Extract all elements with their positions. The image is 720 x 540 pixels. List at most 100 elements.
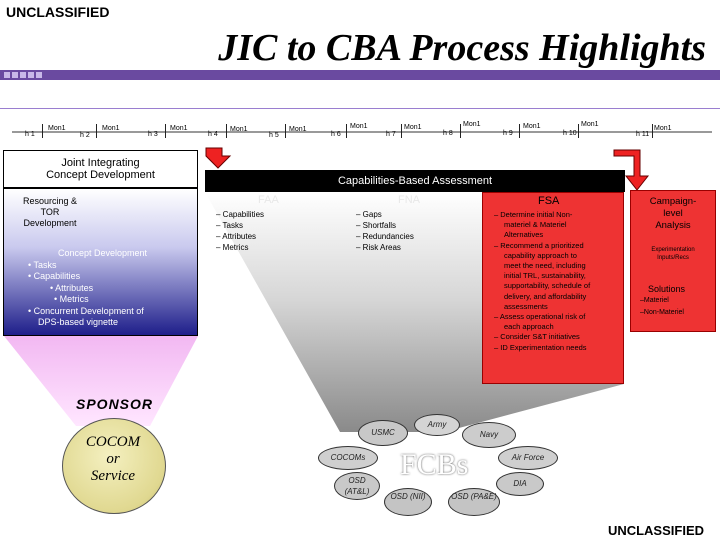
cocom-text: COCOM or Service <box>62 434 164 485</box>
jic-funnel <box>4 336 198 426</box>
fna-item: – Gaps <box>356 210 382 219</box>
cocom-line: COCOM <box>85 434 141 450</box>
resourcing-line3: Development <box>23 218 77 228</box>
concept-development-text: Concept Development • Tasks • Capabiliti… <box>20 248 185 329</box>
page-title: JIC to CBA Process Highlights <box>218 27 706 69</box>
campaign-title-line: Analysis <box>655 220 691 231</box>
cocom-line: or <box>106 451 120 467</box>
solutions-materiel: –Materiel <box>640 297 669 304</box>
timeline-tick <box>226 124 227 138</box>
concept-bullet: • Attributes <box>50 282 94 293</box>
sponsor-label: SPONSOR <box>76 396 154 412</box>
timeline-tick <box>96 124 97 138</box>
fsa-item: meet the need, including <box>504 261 586 271</box>
participant-oval: Army <box>414 414 460 436</box>
fna-item: – Shortfalls <box>356 221 397 230</box>
campaign-box <box>630 190 716 332</box>
title-underline-bar <box>0 70 720 80</box>
timeline-phase: h 2 <box>80 132 90 139</box>
timeline-strip <box>0 108 720 147</box>
fsa-item: delivery, and affordability <box>504 291 587 301</box>
experimentation-line: Experimentation <box>651 247 695 253</box>
timeline-phase: h 3 <box>148 131 158 138</box>
timeline-month: Mon1 <box>404 124 422 131</box>
participant-oval: OSD (PA&E) <box>448 488 500 516</box>
participant-oval: USMC <box>358 420 408 446</box>
fsa-box <box>482 192 624 384</box>
fna-item: – Risk Areas <box>356 243 401 252</box>
timeline-phase: h 10 <box>563 130 577 137</box>
fsa-item: – ID Experimentation needs <box>494 342 587 352</box>
timeline-phase: h 8 <box>443 130 453 137</box>
campaign-title-line: level <box>663 208 683 219</box>
concept-bullet: • Concurrent Development of <box>28 305 144 316</box>
solutions-label: Solutions <box>648 284 686 294</box>
concept-title: Concept Development <box>57 248 148 258</box>
campaign-title: Campaign- level Analysis <box>630 196 716 232</box>
timeline-month: Mon1 <box>230 126 248 133</box>
resourcing-text: Resourcing & TOR Development <box>10 196 90 229</box>
timeline-tick <box>578 124 579 138</box>
resourcing-line1: Resourcing & <box>22 196 78 206</box>
experimentation-line: Inputs/Recs <box>657 255 689 261</box>
fsa-item: – Consider S&T initiatives <box>494 332 580 342</box>
timeline-tick <box>519 124 520 138</box>
participant-oval: COCOMs <box>318 446 378 470</box>
fsa-item: supportability, schedule of <box>504 281 591 291</box>
timeline-tick <box>165 124 166 138</box>
faa-item: – Capabilities <box>216 210 265 219</box>
decorative-squares <box>4 70 42 80</box>
participant-oval: Air Force <box>498 446 558 470</box>
timeline-month: Mon1 <box>523 123 541 130</box>
concept-bullet: DPS-based vignette <box>38 317 119 327</box>
timeline-month: Mon1 <box>654 125 672 132</box>
resourcing-line2: TOR <box>40 207 60 217</box>
fsa-item: assessments <box>504 301 548 311</box>
jic-header-box: Joint Integrating Concept Development <box>3 150 198 188</box>
faa-item: – Metrics <box>216 243 249 252</box>
timeline-phase: h 11 <box>636 131 650 138</box>
timeline-month: Mon1 <box>581 121 599 128</box>
timeline-tick <box>460 124 461 138</box>
fsa-item: – Assess operational risk of <box>494 312 586 322</box>
timeline-phase: h 5 <box>269 132 279 139</box>
fsa-item: materiel & Materiel <box>504 220 567 230</box>
timeline-tick <box>401 124 402 138</box>
faa-label: FAA <box>258 194 279 206</box>
solutions-non-materiel: –Non-Materiel <box>640 309 684 316</box>
timeline-phase: h 9 <box>503 130 513 137</box>
timeline-phase: h 1 <box>25 131 35 138</box>
participant-oval: Navy <box>462 422 516 448</box>
fcbs-label: FCBs <box>400 448 469 481</box>
cba-header: Capabilities-Based Assessment <box>205 170 625 192</box>
timeline-month: Mon1 <box>102 125 120 132</box>
down-arrow-icon <box>205 147 232 169</box>
fsa-item: capability approach to <box>504 250 577 260</box>
campaign-title-line: Campaign- <box>649 196 697 207</box>
fsa-item: – Determine initial Non- <box>494 210 573 219</box>
cocom-line: Service <box>90 468 136 484</box>
jic-body-box <box>3 188 198 336</box>
concept-bullet: • Capabilities <box>28 271 81 281</box>
timeline-month: Mon1 <box>289 126 307 133</box>
fsa-item: initial TRL, sustainability, <box>504 271 586 281</box>
timeline-tick <box>652 124 653 138</box>
participant-oval: OSD (NII) <box>384 488 432 516</box>
fna-item: – Redundancies <box>356 232 414 241</box>
timeline-axis <box>12 131 712 133</box>
cba-funnel <box>205 192 624 432</box>
jic-title-line1: Joint Integrating <box>61 157 140 169</box>
classification-banner-bottom: UNCLASSIFIED <box>607 523 704 538</box>
timeline-month: Mon1 <box>350 123 368 130</box>
fsa-item: Alternatives <box>504 230 544 240</box>
fsa-item: – Recommend a prioritized <box>494 240 584 250</box>
jic-title-line2: Concept Development <box>46 169 155 181</box>
fsa-label: FSA <box>538 195 560 207</box>
concept-bullet: • Tasks <box>28 259 57 270</box>
timeline-month: Mon1 <box>463 121 481 128</box>
faa-item: – Tasks <box>216 221 243 230</box>
faa-item: – Attributes <box>216 232 257 241</box>
participant-oval: OSD (AT&L) <box>334 472 380 500</box>
timeline-phase: h 6 <box>331 131 341 138</box>
cocom-oval <box>62 418 166 514</box>
